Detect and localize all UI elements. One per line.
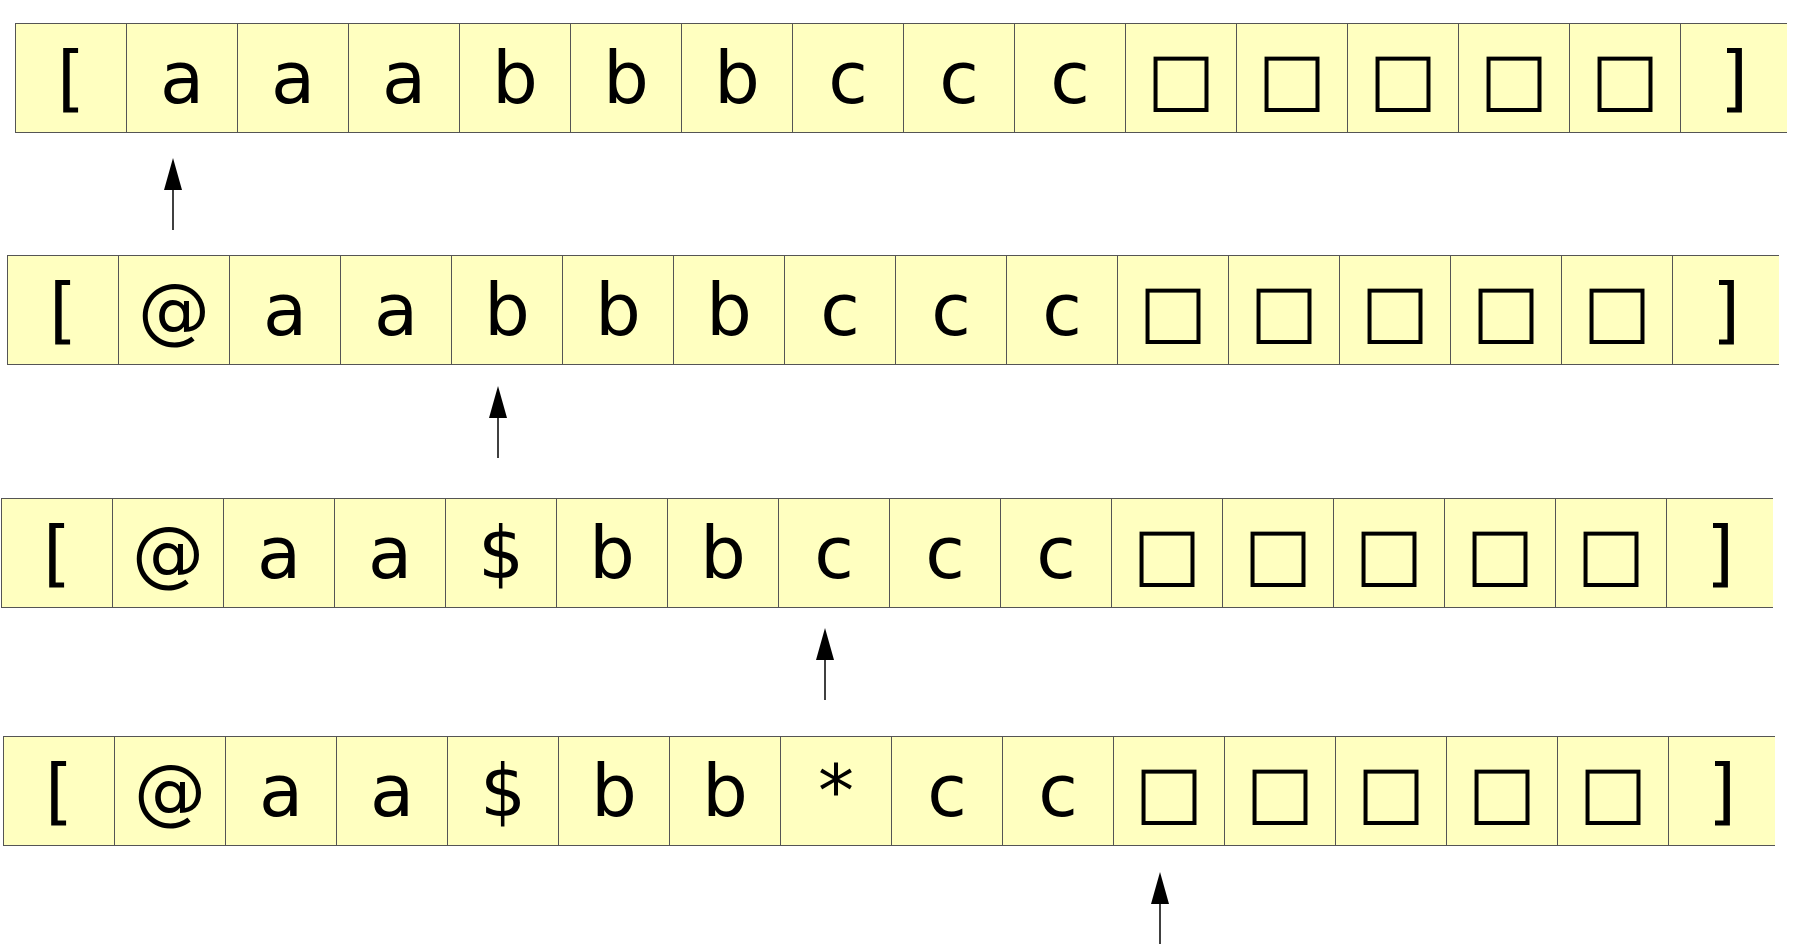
tape-cell: ] xyxy=(1705,511,1735,595)
tape-cell: □ xyxy=(1459,24,1570,132)
tape-cell: a xyxy=(224,499,335,607)
tape-cell: ] xyxy=(1719,36,1749,120)
tape-cell: a xyxy=(230,256,341,364)
arrow-head xyxy=(815,628,834,660)
tape-cell: b xyxy=(668,499,779,607)
tape-cell: □ xyxy=(1348,24,1459,132)
tape-cell: □ xyxy=(1334,499,1445,607)
arrow-head xyxy=(163,158,182,190)
tape-cell: □ xyxy=(1336,737,1447,845)
tape-cell: □ xyxy=(1114,737,1225,845)
tape-cell: b xyxy=(452,256,563,364)
head-arrow-icon xyxy=(815,628,834,700)
tape-cell: □ xyxy=(1570,24,1681,132)
tape-cell: $ xyxy=(448,737,559,845)
tape-cell: a xyxy=(127,24,238,132)
tape-cell: c xyxy=(1003,737,1114,845)
head-arrow-icon xyxy=(488,386,507,458)
tape-cell: [ xyxy=(8,256,119,364)
tape-cell: c xyxy=(779,499,890,607)
tape-cell: a xyxy=(335,499,446,607)
tape-cell: b xyxy=(674,256,785,364)
tape-cell: [ xyxy=(4,737,115,845)
tape-cell: [ xyxy=(2,499,113,607)
tape-cell: @ xyxy=(119,256,230,364)
tape-cell: b xyxy=(557,499,668,607)
tape-cell: □ xyxy=(1558,737,1669,845)
tape-cell: c xyxy=(785,256,896,364)
tape-cell: □ xyxy=(1556,499,1667,607)
tape-cell: c xyxy=(890,499,1001,607)
tape-cell: [ xyxy=(16,24,127,132)
tape-cell: □ xyxy=(1340,256,1451,364)
tape-cell: @ xyxy=(115,737,226,845)
tape-cell: □ xyxy=(1126,24,1237,132)
tape-cell: b xyxy=(682,24,793,132)
tape-cell: □ xyxy=(1225,737,1336,845)
tape-cell: c xyxy=(1001,499,1112,607)
tape-cell: @ xyxy=(113,499,224,607)
tape-cell: □ xyxy=(1118,256,1229,364)
tape-cell: □ xyxy=(1447,737,1558,845)
tape-cell: a xyxy=(341,256,452,364)
arrow-head xyxy=(1150,872,1169,904)
tape-cell: □ xyxy=(1223,499,1334,607)
tape-cell: b xyxy=(460,24,571,132)
tape-cell: ] xyxy=(1707,749,1737,833)
head-arrow-icon xyxy=(163,158,182,230)
tape-cell: □ xyxy=(1237,24,1348,132)
tape-cell: b xyxy=(670,737,781,845)
tape-cell: a xyxy=(238,24,349,132)
tape-cell: c xyxy=(793,24,904,132)
tape-cell: □ xyxy=(1562,256,1673,364)
tape-cell: □ xyxy=(1229,256,1340,364)
head-arrow-icon xyxy=(1150,872,1169,944)
tape-cell: □ xyxy=(1451,256,1562,364)
tape-cell: c xyxy=(904,24,1015,132)
tape-cell: □ xyxy=(1445,499,1556,607)
tape-cell: b xyxy=(559,737,670,845)
tape-cell: c xyxy=(1007,256,1118,364)
arrow-head xyxy=(488,386,507,418)
tape-cell: c xyxy=(892,737,1003,845)
tape-cell: * xyxy=(781,737,892,845)
tape-cell: a xyxy=(349,24,460,132)
tape-cell: c xyxy=(896,256,1007,364)
tape-cell: a xyxy=(337,737,448,845)
tape-cell: □ xyxy=(1112,499,1223,607)
tape-cell: b xyxy=(571,24,682,132)
tape-cell: c xyxy=(1015,24,1126,132)
tape-cell: b xyxy=(563,256,674,364)
tape-cell: ] xyxy=(1711,268,1741,352)
tape-cell: $ xyxy=(446,499,557,607)
tape-cell: a xyxy=(226,737,337,845)
